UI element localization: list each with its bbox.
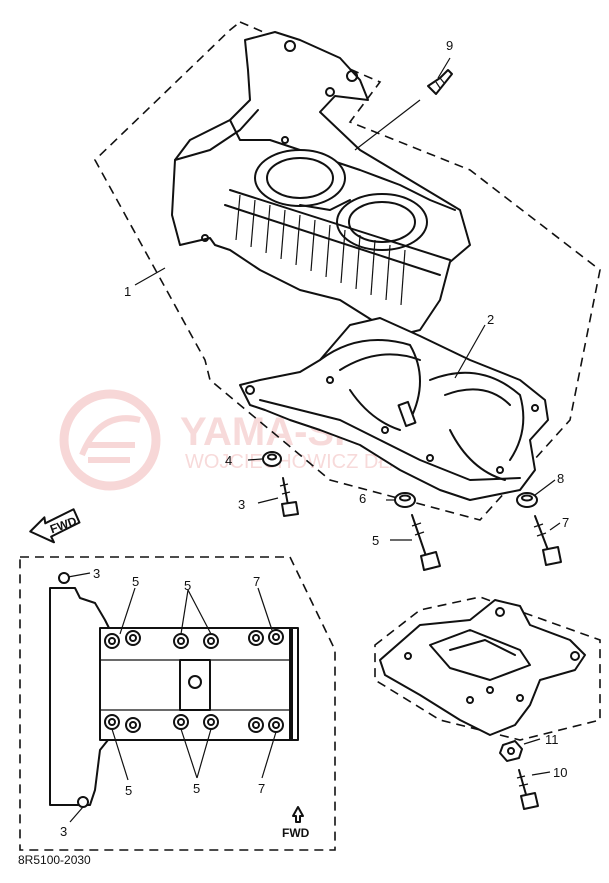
mounting-bracket — [379, 599, 586, 736]
callout-7: 7 — [562, 515, 569, 530]
inset-callout-7-bot: 7 — [258, 781, 265, 796]
nut-11 — [499, 738, 541, 762]
bolt-10 — [516, 769, 551, 810]
callout-10: 10 — [553, 765, 567, 780]
inset-bolt-heads — [58, 572, 284, 808]
callout-5: 5 — [372, 533, 379, 548]
inset-callout-5-top-left: 5 — [132, 574, 139, 589]
inset-callout-5-top-mid: 5 — [184, 578, 191, 593]
plug-part — [427, 69, 453, 95]
bolt-3 — [279, 477, 299, 517]
callout-2: 2 — [487, 312, 494, 327]
bolt-5 — [411, 514, 441, 571]
inset-leader-lines — [67, 572, 277, 823]
inset-dashed-box — [19, 556, 336, 851]
lower-crankcase — [239, 317, 549, 501]
inset-bottom-view — [49, 572, 299, 823]
upper-crankcase — [171, 31, 471, 336]
fwd-arrow-main: FWD — [29, 508, 81, 544]
fwd-arrow-inset: FWD — [282, 806, 310, 840]
inset-callout-3-bot: 3 — [60, 824, 67, 839]
watermark-logo-mark — [79, 415, 141, 463]
watermark-logo — [59, 389, 161, 491]
callout-9: 9 — [446, 38, 453, 53]
callout-6: 6 — [359, 491, 366, 506]
dowel-pin — [397, 400, 417, 428]
inset-callout-3-top: 3 — [93, 566, 100, 581]
callout-1: 1 — [124, 284, 131, 299]
callout-8: 8 — [557, 471, 564, 486]
callout-11: 11 — [545, 732, 559, 747]
inset-callout-7-top: 7 — [253, 574, 260, 589]
leader-lines — [134, 57, 561, 541]
inset-callout-5-bot-mid: 5 — [193, 781, 200, 796]
bracket-dashed-outline — [374, 596, 601, 741]
callout-3: 3 — [238, 497, 245, 512]
assembly-dashed-outline — [94, 21, 601, 521]
callout-4: 4 — [225, 453, 232, 468]
inset-callout-5-bot-left: 5 — [125, 783, 132, 798]
bolt-7 — [533, 515, 562, 566]
drawing-code: 8R5100-2030 — [18, 853, 91, 867]
fwd-label-main: FWD — [48, 514, 79, 537]
fwd-label-inset: FWD — [282, 826, 310, 840]
